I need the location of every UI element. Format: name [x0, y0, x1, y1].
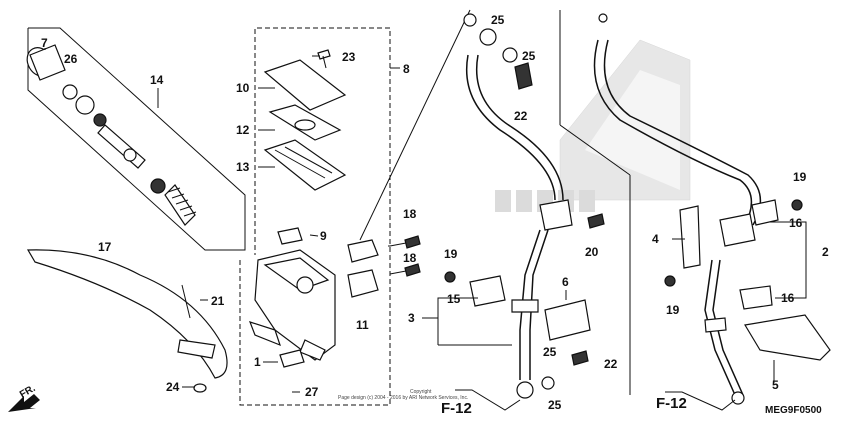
return-spring: [164, 184, 197, 226]
callout-21: 21: [211, 294, 225, 308]
callout-22-lower: 22: [604, 357, 618, 371]
fasteners: [317, 49, 803, 366]
copyright-line-2: Page design (c) 2004 - 2016 by ARI Netwo…: [338, 395, 468, 401]
diagram-code: MEG9F0500: [765, 405, 822, 416]
ref-label-left: F-12: [441, 400, 472, 417]
callout-11: 11: [356, 318, 369, 332]
callout-4: 4: [652, 232, 659, 246]
callout-25-bottom: 25: [548, 398, 562, 412]
leader-lines: [44, 48, 807, 393]
callout-26: 26: [64, 52, 78, 66]
callout-10: 10: [236, 81, 250, 95]
copyright-line-1: Copyright: [410, 389, 432, 395]
callout-16-lower: 16: [781, 291, 795, 305]
callout-18-lower: 18: [403, 251, 417, 265]
callout-25-low: 25: [543, 345, 557, 359]
master-cylinder-piston-kit: [26, 44, 197, 226]
reservoir-cap: [263, 59, 347, 191]
ref-arrow-right: [665, 391, 736, 411]
callout-labels: 7 26 14 10 12 13 23 8 9 18 18 11 1 27 17…: [41, 13, 829, 412]
front-direction-arrow-icon: [8, 394, 40, 412]
callout-25-top: 25: [491, 13, 505, 27]
callout-5: 5: [772, 378, 779, 392]
callout-16-upper: 16: [789, 216, 803, 230]
callout-24: 24: [166, 380, 180, 394]
front-brake-hose: [463, 13, 591, 399]
callout-20: 20: [585, 245, 599, 259]
brake-lever: [26, 249, 228, 393]
callout-19-right: 19: [793, 170, 807, 184]
callout-13: 13: [236, 160, 250, 174]
callout-12: 12: [236, 123, 250, 137]
callout-17: 17: [98, 240, 112, 254]
callout-2: 2: [822, 245, 829, 259]
panel-dividers: [27, 9, 631, 406]
callout-25-mid: 25: [522, 49, 536, 63]
callout-1: 1: [254, 355, 261, 369]
callout-7: 7: [41, 36, 48, 50]
callout-19-left: 19: [666, 303, 680, 317]
ref-arrow-left: [455, 389, 521, 411]
master-cylinder-body: [248, 227, 379, 368]
callout-3: 3: [408, 311, 415, 325]
second-brake-hose: [593, 13, 831, 405]
callout-23: 23: [342, 50, 356, 64]
callout-14: 14: [150, 73, 164, 87]
callout-19-mid: 19: [444, 247, 458, 261]
ref-label-right: F-12: [656, 395, 687, 412]
callout-8: 8: [403, 62, 410, 76]
callout-27: 27: [305, 385, 319, 399]
callout-15: 15: [447, 292, 461, 306]
callout-18-upper: 18: [403, 207, 417, 221]
callout-9: 9: [320, 229, 327, 243]
callout-6: 6: [562, 275, 569, 289]
callout-22-upper: 22: [514, 109, 528, 123]
